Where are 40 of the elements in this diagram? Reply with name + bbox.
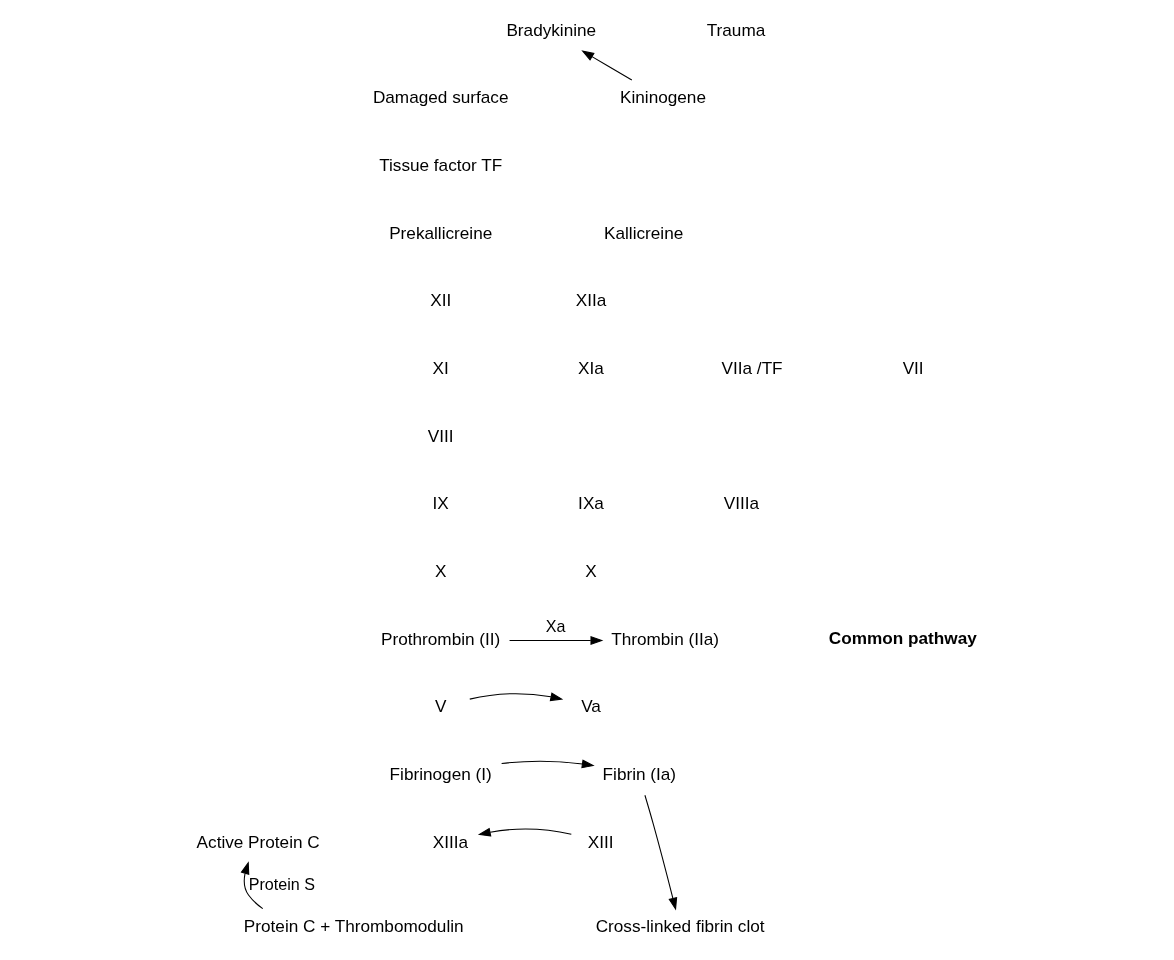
node-text: Fibrin (Ia) — [602, 763, 677, 784]
label: XII — [430, 290, 452, 311]
edge-label: Xa — [545, 616, 566, 635]
node-text: Active Protein C — [196, 831, 320, 852]
node-text: XIII — [587, 831, 614, 852]
label: Trauma — [706, 19, 766, 40]
label: X — [434, 560, 447, 581]
label: XI — [432, 358, 449, 379]
arrow — [509, 636, 604, 646]
label: VIII — [427, 425, 454, 446]
label: IX — [432, 493, 449, 514]
node-text: V — [434, 696, 447, 717]
label: VIIa /TF — [721, 358, 783, 379]
label: Tissue factor TF — [379, 155, 503, 176]
label: Common pathway — [828, 627, 977, 648]
label: X — [585, 560, 597, 581]
label: XIIa — [575, 290, 607, 311]
node-text: Bradykinine — [506, 19, 597, 40]
label: IXa — [578, 493, 604, 514]
arrow — [240, 861, 264, 910]
node-text: Thrombin (IIa) — [611, 628, 720, 649]
node-text: Kininogene — [620, 87, 706, 108]
node-text: Prothrombin (II) — [381, 628, 501, 649]
node-text: Fibrinogen (I) — [389, 763, 492, 784]
arrow — [501, 759, 595, 769]
node-text: XIIIa — [432, 831, 469, 852]
label: VII — [902, 358, 924, 379]
label: Damaged surface — [372, 87, 509, 108]
label: Prekallicreine — [389, 222, 493, 243]
edge-label: Protein S — [248, 874, 315, 893]
label: Kallicreine — [604, 222, 684, 243]
node-text: Cross-linked fibrin clot — [595, 916, 765, 937]
label: VIIIa — [723, 493, 760, 514]
node-text: Protein C + Thrombomodulin — [243, 916, 464, 937]
arrow — [581, 50, 633, 81]
arrow — [644, 794, 678, 911]
label: XIa — [578, 358, 604, 379]
arrow — [477, 827, 572, 837]
node-text: Va — [581, 696, 601, 717]
arrow — [469, 692, 564, 702]
